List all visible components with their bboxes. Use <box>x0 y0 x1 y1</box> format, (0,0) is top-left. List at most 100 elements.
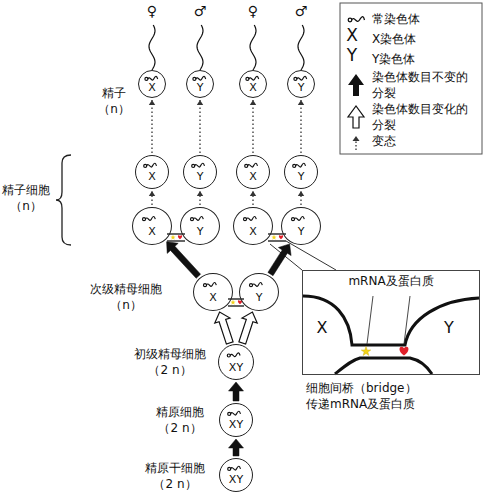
sperm-head: X <box>239 70 267 98</box>
stage-label: 精子细胞 （n） <box>0 183 52 214</box>
legend-autosome <box>348 17 364 22</box>
spermatogonial-stem-cell: XY <box>219 458 253 492</box>
bridge-caption: 细胞间桥（bridge） 传递mRNA及蛋白质 <box>306 381 456 412</box>
autosome <box>191 217 204 221</box>
sex-symbol: ♀ <box>245 2 261 20</box>
autosome <box>193 76 206 80</box>
spermatid-bridged-cell: X <box>233 207 273 245</box>
chromosome-label: Y <box>197 82 204 94</box>
chromosome-label: X <box>249 171 257 183</box>
chromosome-label: Y <box>298 171 305 183</box>
bracket <box>56 155 71 245</box>
sperm-tail <box>250 25 256 70</box>
spermatid-bridged-cell: Y <box>281 207 321 245</box>
chromosome-label: Y <box>256 292 263 304</box>
sex-symbol: ♀ <box>144 2 160 20</box>
cargo-leaders <box>367 296 410 344</box>
stage-label: 次级精母细胞 （n） <box>86 282 166 313</box>
sex-symbol: ♂ <box>293 2 309 20</box>
chromosome-label: Y <box>197 171 204 183</box>
legend-text: 常染色体 <box>372 12 478 28</box>
metamorphosis-arrow <box>197 100 203 153</box>
autosome <box>145 76 158 80</box>
chromosome-label: X <box>148 82 156 94</box>
metamorphosis-arrow <box>298 100 304 153</box>
metamorphosis-arrow <box>298 191 304 205</box>
division-arrow <box>268 244 291 276</box>
metamorphosis-arrow <box>250 100 256 153</box>
autosome <box>204 283 217 287</box>
spermatid-cell: X <box>135 155 169 189</box>
legend-dotted-arrow <box>353 136 360 150</box>
autosome <box>250 283 263 287</box>
bridge-cargo <box>170 235 283 305</box>
spermatid-cell: Y <box>183 155 217 189</box>
chromosome-label: XY <box>229 362 243 374</box>
autosome <box>228 466 241 470</box>
chromosome-label: XY <box>229 419 243 431</box>
autosome <box>227 353 240 357</box>
autosome <box>143 217 156 221</box>
autosome <box>292 217 305 221</box>
sperm-tail <box>149 25 155 70</box>
reduction-arrow <box>239 312 257 344</box>
chromosome-label: X <box>249 82 257 94</box>
legend-white-arrow <box>348 106 364 128</box>
autosome <box>246 76 259 80</box>
sperm-head: Y <box>287 70 315 98</box>
zoom-caption: mRNA及蛋白质 <box>348 275 433 288</box>
legend-text: 染色体数目不变的分裂 <box>372 70 478 101</box>
legend-y-symbol: Y <box>344 44 360 66</box>
metamorphosis-arrow <box>149 100 155 153</box>
stage-label: 精子 （n） <box>94 86 134 117</box>
legend-text: Y染色体 <box>372 52 478 68</box>
stage-label: 精原细胞 （2 n） <box>150 405 210 436</box>
zoom-y-label: Y <box>440 318 458 339</box>
metamorphosis-arrow <box>250 191 256 205</box>
autosome <box>244 217 257 221</box>
sperm-tail <box>298 25 304 70</box>
chromosome-label: Y <box>298 226 305 238</box>
legend-frame <box>340 3 482 154</box>
spermatid-bridged-cell: Y <box>180 207 220 245</box>
stage-label: 精原干细胞 （2 n） <box>140 461 210 492</box>
autosome <box>293 163 306 167</box>
metamorphosis-arrow <box>197 191 203 205</box>
spermatid-cell: Y <box>284 155 318 189</box>
zoom-bridge <box>303 296 479 374</box>
reduction-arrow <box>215 312 233 344</box>
secondary-spermatocyte-lobe: Y <box>239 273 279 311</box>
metamorphosis-arrow <box>149 191 155 205</box>
autosome <box>245 163 258 167</box>
chromosome-label: X <box>148 226 156 238</box>
chromosome-label: X <box>209 292 217 304</box>
spermatid-cell: X <box>236 155 270 189</box>
legend-text: 变态 <box>372 134 478 150</box>
legend-black-arrow <box>348 74 364 96</box>
chromosome-label: Y <box>298 82 305 94</box>
spermatogonium: XY <box>219 403 253 437</box>
legend-text: X染色体 <box>372 32 478 48</box>
secondary-spermatocyte-lobe: X <box>193 273 233 311</box>
zoom-x-label: X <box>313 318 331 339</box>
legend-x-symbol: X <box>344 24 360 46</box>
autosome <box>228 411 241 415</box>
sex-symbol: ♂ <box>192 2 208 20</box>
sperm-head: X <box>138 70 166 98</box>
chromosome-label: XY <box>229 474 243 486</box>
chromosome-label: X <box>249 226 257 238</box>
spermatid-bridged-cell: X <box>132 207 172 245</box>
autosome <box>192 163 205 167</box>
stage-label: 初级精母细胞 （2 n） <box>130 347 210 378</box>
division-arrow <box>167 242 201 279</box>
autosome <box>294 76 307 80</box>
sperm-head: Y <box>186 70 214 98</box>
cell-bridges <box>167 234 286 306</box>
legend-text: 染色体数目变化的分裂 <box>372 102 478 133</box>
division-arrow <box>229 382 244 401</box>
chromosome-label: X <box>148 171 156 183</box>
zoom-cargo <box>361 347 408 356</box>
autosome <box>144 163 157 167</box>
primary-spermatocyte: XY <box>218 344 254 380</box>
division-arrow <box>229 439 244 456</box>
